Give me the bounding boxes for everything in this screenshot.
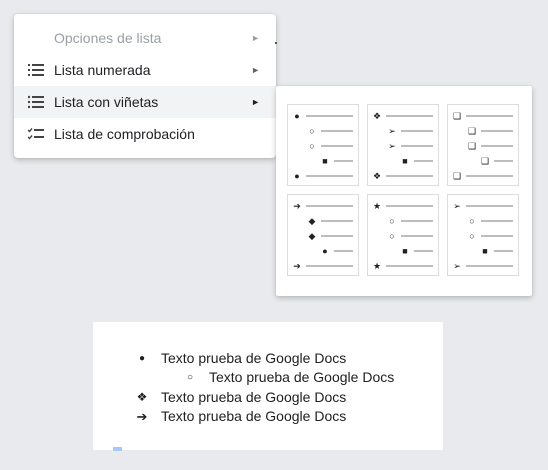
bullet-glyph: ■ bbox=[482, 246, 488, 256]
bullet-glyph: ❑ bbox=[467, 126, 477, 136]
bullet-glyph: ◆ bbox=[308, 216, 316, 226]
bullet-glyph: ■ bbox=[402, 156, 408, 166]
bulleted-list-icon bbox=[27, 95, 44, 109]
list-item-text: Texto prueba de Google Docs bbox=[161, 350, 347, 366]
submenu-arrow-icon: ► bbox=[251, 65, 260, 75]
menu-item-numbered-list[interactable]: Lista numerada ► bbox=[14, 54, 276, 86]
menu-item-label: Lista numerada bbox=[54, 62, 151, 78]
list-options-menu: Opciones de lista ► Lista numerada ► Lis… bbox=[14, 14, 276, 158]
bullet-preset-option[interactable]: ❑ ❑ ❑ ❑ ❑ bbox=[447, 104, 519, 186]
bullet-glyph: ■ bbox=[402, 246, 408, 256]
bullet-glyph: ● bbox=[294, 171, 300, 181]
bullet-glyph: ❑ bbox=[467, 141, 477, 151]
bullet-preset-option[interactable]: ★ ○ ○ ■ ★ bbox=[367, 194, 439, 276]
menu-item-checklist[interactable]: Lista de comprobación bbox=[14, 118, 276, 150]
menu-item-list-options: Opciones de lista ► bbox=[14, 22, 276, 54]
bullet-glyph: ○ bbox=[309, 141, 315, 151]
submenu-arrow-icon: ► bbox=[251, 33, 260, 43]
bullet-glyph: ○ bbox=[309, 126, 315, 136]
submenu-arrow-icon: ► bbox=[251, 97, 260, 107]
bullet-glyph: ➢ bbox=[388, 141, 396, 151]
bullet-preset-option[interactable]: ➔ ◆ ◆ ● ➔ bbox=[287, 194, 359, 276]
bullet-glyph: ➔ bbox=[293, 261, 301, 271]
bullet-preset-option[interactable]: ➢ ○ ○ ■ ➢ bbox=[447, 194, 519, 276]
bullet-glyph: ❖ bbox=[372, 111, 382, 121]
bullet-glyph: ○ bbox=[389, 216, 395, 226]
checklist-icon bbox=[27, 127, 44, 141]
bullet-glyph: ❑ bbox=[480, 156, 490, 166]
bullet-glyph: ○ bbox=[469, 231, 475, 241]
bullet-glyph: ➢ bbox=[453, 201, 461, 211]
bullet-glyph: ❖ bbox=[136, 390, 148, 404]
bullet-glyph: ◆ bbox=[308, 231, 316, 241]
bullet-glyph: ➢ bbox=[388, 126, 396, 136]
bullet-glyph: ➔ bbox=[136, 409, 148, 424]
list-item-text: Texto prueba de Google Docs bbox=[161, 389, 347, 405]
text-cursor bbox=[113, 447, 122, 451]
bullet-glyph: ○ bbox=[469, 216, 475, 226]
bullet-glyph: ★ bbox=[372, 261, 382, 271]
divider bbox=[275, 42, 277, 44]
list-item-text: Texto prueba de Google Docs bbox=[209, 369, 395, 385]
bullet-glyph: ❑ bbox=[452, 111, 462, 121]
numbered-list-icon bbox=[28, 63, 44, 77]
bullet-glyph: ➔ bbox=[293, 201, 301, 211]
menu-item-label: Lista con viñetas bbox=[54, 94, 159, 110]
bullet-glyph: ○ bbox=[389, 231, 395, 241]
bullet-glyph: ● bbox=[322, 246, 328, 256]
menu-item-label: Opciones de lista bbox=[54, 30, 162, 46]
menu-item-label: Lista de comprobación bbox=[54, 126, 195, 142]
bullet-style-submenu: ● ○ ○ ■ ● ❖ ➢ ➢ ■ ❖ ❑ ❑ ❑ ❑ ❑ ➔ ◆ ◆ ● ➔ … bbox=[276, 86, 532, 296]
menu-item-bulleted-list[interactable]: Lista con viñetas ► bbox=[14, 86, 276, 118]
bullet-glyph: ● bbox=[138, 353, 146, 364]
bullet-preset-option[interactable]: ❖ ➢ ➢ ■ ❖ bbox=[367, 104, 439, 186]
list-item-text: Texto prueba de Google Docs bbox=[161, 408, 347, 424]
document-page[interactable]: ● Texto prueba de Google Docs ○ Texto pr… bbox=[93, 322, 443, 450]
bullet-glyph: ■ bbox=[322, 156, 328, 166]
bullet-glyph: ❖ bbox=[372, 171, 382, 181]
bullet-glyph: ○ bbox=[186, 372, 194, 383]
bullet-glyph: ➢ bbox=[453, 261, 461, 271]
bullet-preset-option[interactable]: ● ○ ○ ■ ● bbox=[287, 104, 359, 186]
bullet-glyph: ❑ bbox=[452, 171, 462, 181]
bullet-glyph: ● bbox=[294, 111, 300, 121]
bullet-glyph: ★ bbox=[372, 201, 382, 211]
